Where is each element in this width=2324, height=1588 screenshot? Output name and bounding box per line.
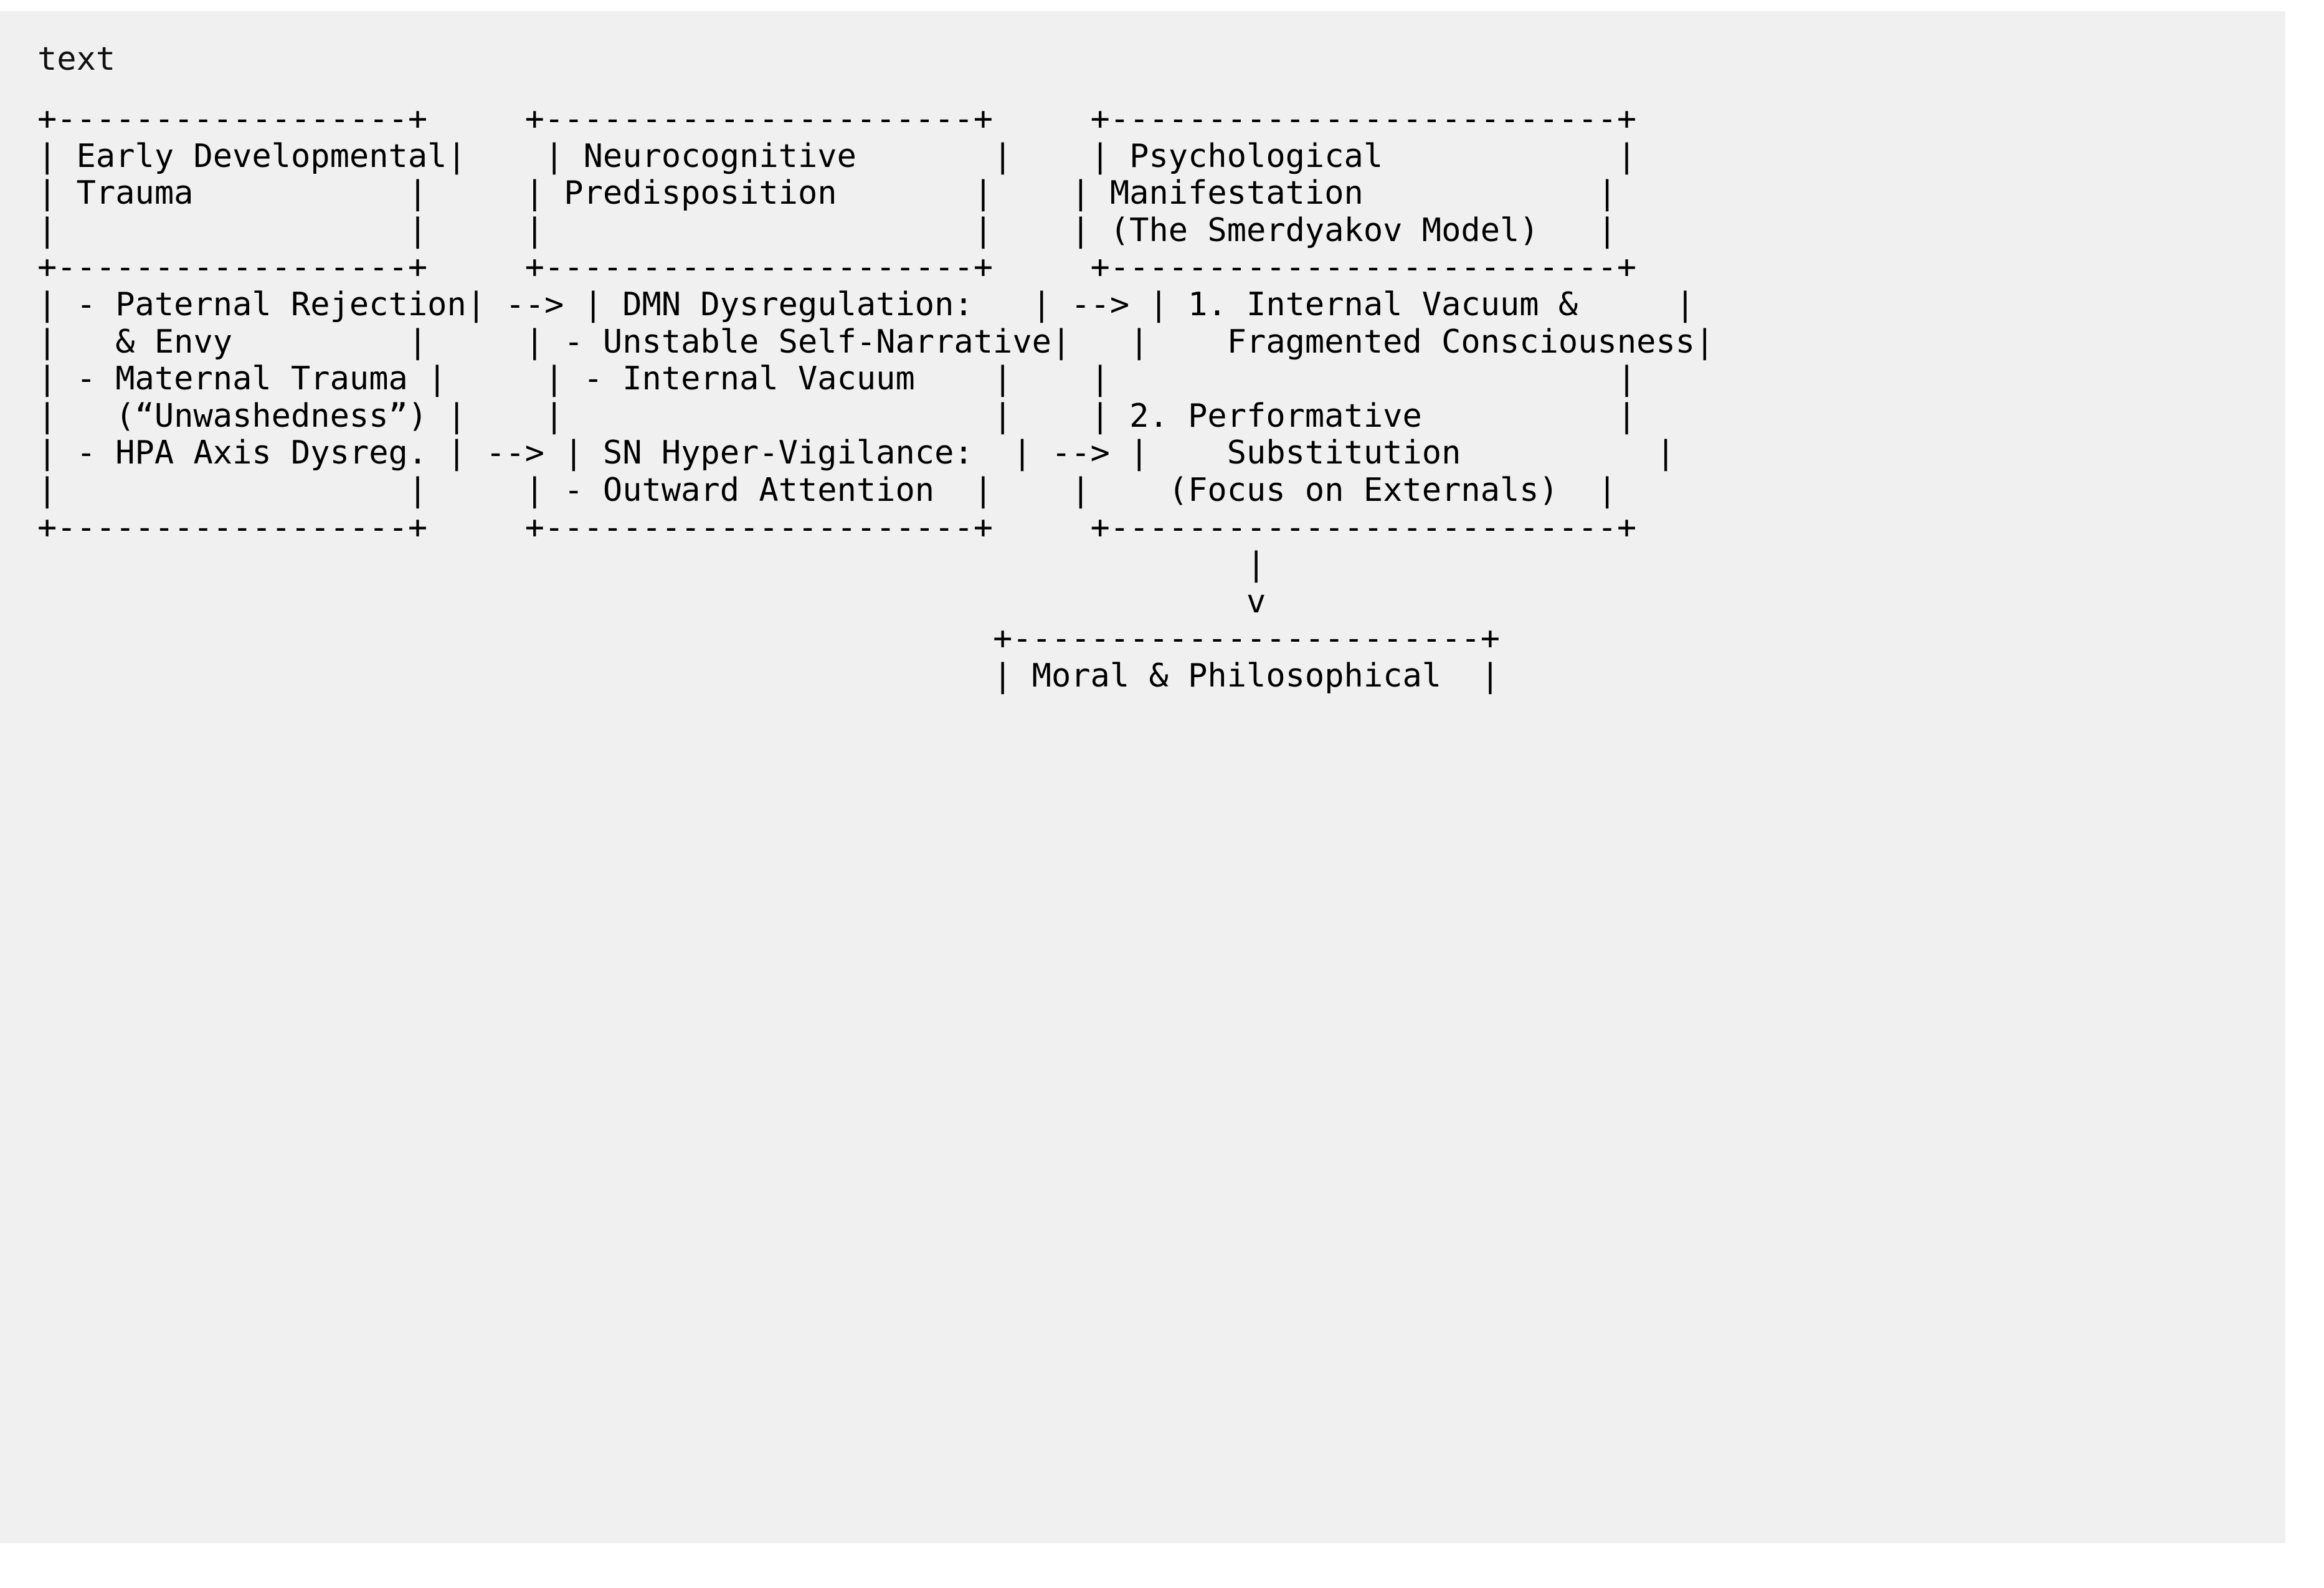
code-block: text +------------------+ +-------------… <box>0 11 2285 1543</box>
ascii-line: +------------------+ +------------------… <box>37 249 1637 287</box>
ascii-line: | - Paternal Rejection| --> | DMN Dysreg… <box>37 285 1696 323</box>
ascii-line: | Moral & Philosophical | <box>37 657 1500 695</box>
ascii-line: | Early Developmental| | Neurocognitive … <box>37 137 1637 175</box>
ascii-line: | Trauma | | Predisposition | | Manifest… <box>37 174 1617 212</box>
ascii-line: | | | - Outward Attention | | (Focus on … <box>37 471 1617 509</box>
ascii-line: v <box>37 582 1266 620</box>
code-language-label: text <box>37 40 116 78</box>
ascii-line: | - HPA Axis Dysreg. | --> | SN Hyper-Vi… <box>37 434 1676 472</box>
ascii-diagram: +------------------+ +------------------… <box>37 100 2285 695</box>
ascii-line: | - Maternal Trauma | | - Internal Vacuu… <box>37 360 1637 398</box>
ascii-line: +------------------+ +------------------… <box>37 100 1637 138</box>
ascii-line: | <box>37 546 1266 584</box>
ascii-line: | & Envy | | - Unstable Self-Narrative| … <box>37 323 1715 361</box>
ascii-line: +------------------------+ <box>37 620 1500 658</box>
ascii-line: +------------------+ +------------------… <box>37 508 1637 546</box>
ascii-line: | (“Unwashedness”) | | | | 2. Performati… <box>37 397 1637 435</box>
ascii-line: | | | | | (The Smerdyakov Model) | <box>37 211 1617 249</box>
